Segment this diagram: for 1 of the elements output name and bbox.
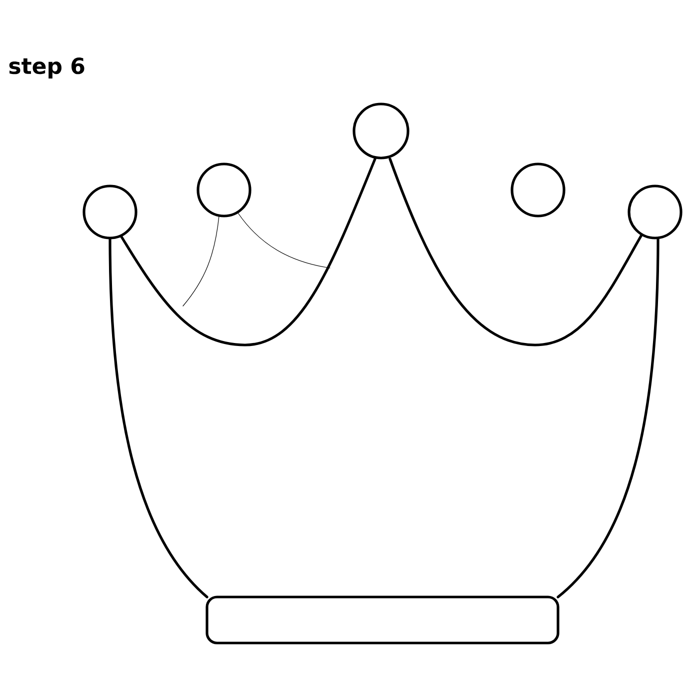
step-heading: step 6 [9,58,84,78]
